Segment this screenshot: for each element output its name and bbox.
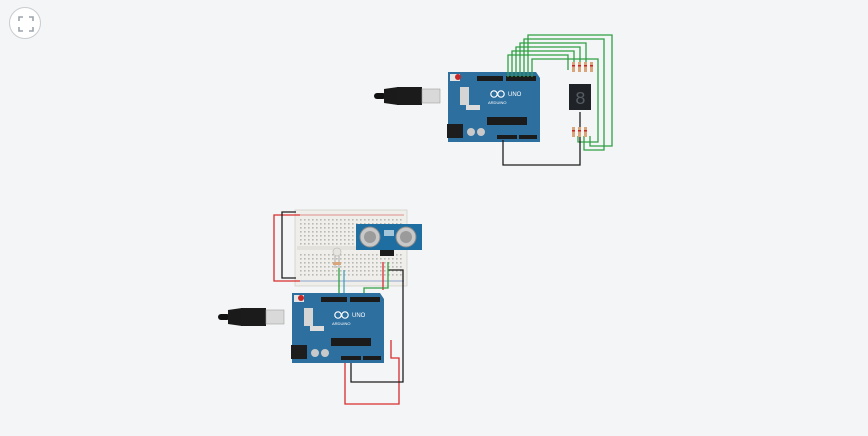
display-digit: 8 [575,90,586,110]
seven-segment-display[interactable]: 8 [569,84,591,110]
board-brand-2: ARDUINO [332,321,350,326]
resistor-breadboard[interactable] [333,262,341,265]
board-label-2: UNO [352,313,366,319]
arduino-uno-board-2[interactable]: UNO ARDUINO [291,293,384,363]
arduino-uno-board-1[interactable]: UNO ARDUINO [447,72,540,142]
resistors-bottom-1[interactable] [572,127,587,137]
board-label-1: UNO [508,92,522,98]
circuit-2: UNO ARDUINO [218,209,422,405]
board-brand-1: ARDUINO [488,100,506,105]
resistors-top-1[interactable] [572,62,593,72]
fullscreen-icon [18,16,34,32]
fit-view-button[interactable] [9,7,41,39]
ultrasonic-sensor[interactable] [356,224,422,256]
wires-black-2[interactable] [281,211,404,383]
circuit-1: UNO ARDUINO [374,34,613,166]
wires-green-1[interactable] [507,34,613,151]
arduino-logo-1 [490,90,505,98]
wires-green-2[interactable] [338,262,389,295]
usb-cable-1[interactable] [374,87,441,105]
wire-ground-1[interactable] [502,112,581,166]
arduino-logo-2 [334,311,349,319]
usb-cable-2[interactable] [218,308,285,326]
wires-red-2[interactable] [273,214,400,405]
